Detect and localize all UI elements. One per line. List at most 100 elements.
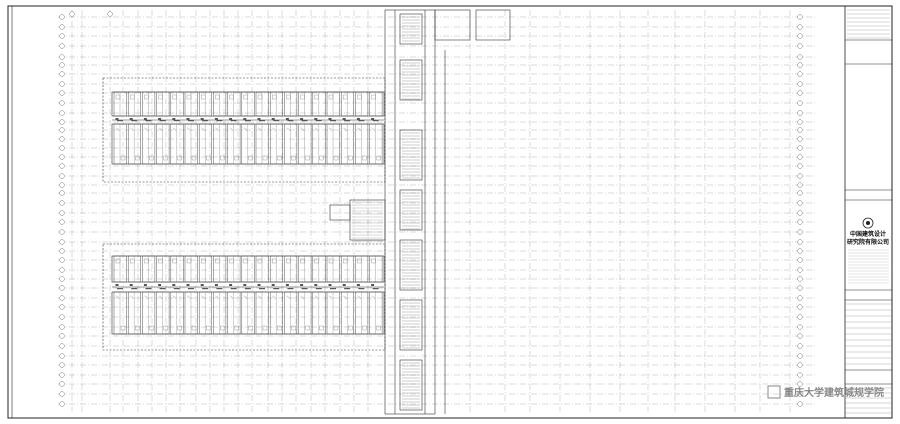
room-module	[227, 91, 241, 117]
room-module	[213, 91, 227, 117]
room-module	[298, 91, 312, 117]
axis-bubbles	[59, 11, 803, 407]
room-module	[127, 291, 141, 335]
axis-bubble	[797, 14, 803, 20]
room-module	[142, 91, 156, 117]
room-module	[326, 291, 340, 335]
axis-bubble	[797, 401, 803, 407]
axis-bubble	[59, 71, 65, 77]
room-module	[284, 291, 298, 335]
axis-bubble	[59, 33, 65, 39]
axis-bubble	[59, 163, 65, 169]
axis-bubble	[59, 62, 65, 68]
room-module	[198, 91, 212, 117]
axis-bubble	[59, 276, 65, 282]
room-module	[227, 291, 241, 335]
company-logo-icon	[862, 217, 874, 229]
axis-bubble	[59, 333, 65, 339]
axis-bubble	[59, 304, 65, 310]
axis-bubble	[797, 257, 803, 263]
horizontal-gridlines	[58, 16, 815, 405]
room-module	[284, 91, 298, 117]
room-module	[269, 291, 283, 335]
axis-bubble	[797, 190, 803, 196]
axis-bubble	[797, 182, 803, 188]
room-module	[184, 291, 198, 335]
room-module	[255, 255, 269, 283]
room-module	[241, 291, 255, 335]
axis-bubble	[797, 381, 803, 387]
axis-bubble	[797, 210, 803, 216]
room-module	[198, 123, 212, 165]
central-core	[329, 9, 511, 415]
room-module	[142, 255, 156, 283]
axis-bubble	[797, 200, 803, 206]
axis-bubble	[59, 14, 65, 20]
room-module	[156, 123, 170, 165]
axis-bubble	[797, 127, 803, 133]
axis-bubble	[797, 324, 803, 330]
axis-bubble	[797, 90, 803, 96]
room-module	[113, 255, 127, 283]
axis-bubble	[59, 136, 65, 142]
axis-bubble	[59, 54, 65, 60]
axis-bubble	[797, 333, 803, 339]
room-module	[156, 255, 170, 283]
axis-bubble	[797, 267, 803, 273]
room-module	[184, 91, 198, 117]
axis-bubble	[797, 100, 803, 106]
axis-bubble	[797, 173, 803, 179]
axis-bubble	[797, 110, 803, 116]
axis-bubble	[59, 401, 65, 407]
room-module	[113, 123, 127, 165]
room-module	[355, 255, 369, 283]
axis-bubble	[797, 136, 803, 142]
room-module	[170, 255, 184, 283]
title-block-rows	[845, 9, 892, 414]
axis-bubble	[59, 285, 65, 291]
room-module	[326, 91, 340, 117]
axis-bubble	[797, 62, 803, 68]
room-module	[340, 123, 354, 165]
room-module	[326, 255, 340, 283]
vertical-gridlines	[71, 10, 791, 414]
axis-bubble	[797, 391, 803, 397]
axis-bubble	[59, 100, 65, 106]
room-module	[184, 255, 198, 283]
room-module	[255, 291, 269, 335]
axis-bubble	[59, 24, 65, 30]
axis-bubble	[59, 257, 65, 263]
axis-bubble	[797, 81, 803, 87]
room-module	[369, 91, 383, 117]
room-module	[355, 291, 369, 335]
axis-bubble	[59, 110, 65, 116]
room-module	[298, 123, 312, 165]
axis-bubble	[59, 239, 65, 245]
room-module	[241, 91, 255, 117]
room-module	[241, 255, 255, 283]
room-module	[198, 291, 212, 335]
room-module	[198, 255, 212, 283]
room-module	[269, 255, 283, 283]
room-module	[312, 123, 326, 165]
axis-bubble	[797, 229, 803, 235]
axis-bubble	[59, 381, 65, 387]
axis-bubble	[59, 353, 65, 359]
room-module	[184, 123, 198, 165]
axis-bubble	[797, 314, 803, 320]
axis-bubble	[797, 248, 803, 254]
axis-bubble	[59, 295, 65, 301]
room-module	[213, 291, 227, 335]
axis-bubble	[59, 267, 65, 273]
axis-bubble	[797, 119, 803, 125]
axis-bubble	[797, 24, 803, 30]
axis-bubble	[797, 33, 803, 39]
room-module	[340, 91, 354, 117]
title-block: 中国建筑设计 研究院有限公司	[844, 5, 893, 419]
axis-bubble	[69, 11, 75, 17]
axis-bubble	[797, 285, 803, 291]
axis-bubble	[797, 154, 803, 160]
room-module	[241, 123, 255, 165]
axis-bubble	[797, 304, 803, 310]
room-module	[284, 123, 298, 165]
